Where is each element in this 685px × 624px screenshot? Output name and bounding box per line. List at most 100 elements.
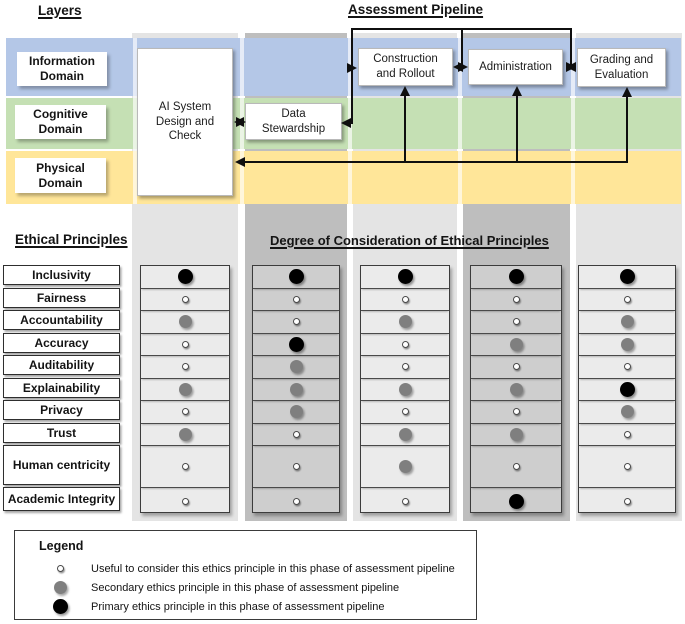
matrix-cell-academic-integrity — [579, 488, 675, 514]
stage-box-administration: Administration — [468, 49, 563, 85]
consideration-dot-useful — [181, 463, 189, 470]
legend-box: Legend Useful to consider this ethics pr… — [14, 530, 477, 620]
matrix-cell-explainability — [253, 379, 339, 401]
consideration-dot-useful — [181, 497, 189, 505]
consideration-dot-useful — [401, 497, 409, 505]
matrix-cell-academic-integrity — [471, 488, 561, 514]
consideration-dot-useful — [623, 497, 631, 505]
consideration-dot-useful — [512, 295, 520, 303]
consideration-dot-useful — [512, 463, 520, 470]
box-data-stewardship: Data Stewardship — [245, 103, 342, 140]
legend-item-label: Useful to consider this ethics principle… — [91, 562, 455, 575]
matrix-cell-academic-integrity — [361, 488, 449, 514]
matrix-cell-fairness — [579, 289, 675, 311]
consideration-dot-useful — [181, 408, 189, 416]
consideration-dot-primary — [619, 269, 635, 285]
consideration-dot-secondary — [620, 337, 634, 351]
principle-row-auditability: Auditability — [3, 355, 120, 378]
consideration-dot-secondary — [398, 382, 412, 396]
matrix-cell-accountability — [579, 311, 675, 334]
matrix-column-construction-and-rollout — [360, 265, 450, 513]
matrix-cell-fairness — [471, 289, 561, 311]
matrix-cell-academic-integrity — [253, 488, 339, 514]
matrix-cell-human-centricity — [579, 446, 675, 488]
consideration-dot-primary — [619, 381, 635, 397]
matrix-cell-auditability — [471, 356, 561, 379]
strip-gap-line-5 — [571, 38, 575, 204]
ethical-principles-heading: Ethical Principles — [15, 232, 128, 247]
domain-label-cognitive-domain: Cognitive Domain — [15, 105, 106, 139]
strip-gap-line-4 — [458, 38, 462, 204]
principle-row-privacy: Privacy — [3, 400, 120, 423]
legend-title: Legend — [39, 539, 84, 553]
legend-item-useful: Useful to consider this ethics principle… — [15, 559, 476, 578]
matrix-cell-human-centricity — [361, 446, 449, 488]
matrix-cell-inclusivity — [579, 266, 675, 289]
legend-dot-slot — [15, 599, 77, 614]
matrix-cell-trust — [579, 424, 675, 446]
matrix-cell-explainability — [361, 379, 449, 401]
principle-row-label: Accuracy — [3, 332, 120, 353]
principle-row-trust: Trust — [3, 422, 120, 446]
principle-row-label: Academic Integrity — [3, 487, 120, 511]
matrix-cell-explainability — [141, 379, 229, 401]
consideration-dot-secondary — [509, 382, 523, 396]
consideration-dot-secondary — [178, 315, 192, 329]
principle-row-label: Explainability — [3, 377, 120, 398]
legend-item-secondary: Secondary ethics principle in this phase… — [15, 578, 476, 597]
legend-item-label: Secondary ethics principle in this phase… — [91, 581, 400, 594]
matrix-cell-accuracy — [361, 334, 449, 356]
legend-dot-slot — [15, 581, 77, 594]
consideration-dot-useful — [401, 408, 409, 416]
legend-dot-slot — [15, 565, 77, 572]
matrix-cell-privacy — [253, 401, 339, 424]
matrix-cell-explainability — [471, 379, 561, 401]
matrix-cell-privacy — [361, 401, 449, 424]
matrix-cell-trust — [141, 424, 229, 446]
consideration-dot-useful — [292, 295, 300, 303]
consideration-dot-secondary — [289, 360, 303, 374]
consideration-dot-secondary — [509, 427, 523, 441]
principle-row-label: Trust — [3, 422, 120, 443]
consideration-dot-primary — [397, 269, 413, 285]
legend-item-primary: Primary ethics principle in this phase o… — [15, 597, 476, 616]
matrix-cell-inclusivity — [141, 266, 229, 289]
principle-row-accuracy: Accuracy — [3, 332, 120, 356]
matrix-cell-human-centricity — [253, 446, 339, 488]
principle-row-fairness: Fairness — [3, 287, 120, 311]
matrix-cell-accountability — [471, 311, 561, 334]
consideration-dot-primary — [288, 269, 304, 285]
consideration-dot-useful — [512, 318, 520, 326]
matrix-cell-inclusivity — [361, 266, 449, 289]
consideration-dot-secondary — [620, 405, 634, 419]
consideration-dot-useful — [623, 295, 631, 303]
consideration-dot-primary — [508, 269, 524, 285]
matrix-cell-trust — [253, 424, 339, 446]
principle-row-label: Fairness — [3, 287, 120, 308]
principle-row-inclusivity: Inclusivity — [3, 265, 120, 288]
matrix-cell-auditability — [361, 356, 449, 379]
principle-row-academic-integrity: Academic Integrity — [3, 487, 120, 513]
principle-row-human-centricity: Human centricity — [3, 445, 120, 487]
matrix-cell-trust — [471, 424, 561, 446]
matrix-cell-privacy — [579, 401, 675, 424]
matrix-cell-accuracy — [471, 334, 561, 356]
matrix-cell-auditability — [253, 356, 339, 379]
degree-heading: Degree of Consideration of Ethical Princ… — [270, 233, 549, 248]
matrix-column-grading-and-evaluation — [578, 265, 676, 513]
consideration-dot-useful — [512, 408, 520, 416]
matrix-cell-accuracy — [579, 334, 675, 356]
consideration-dot-useful — [292, 497, 300, 505]
consideration-dot-secondary — [398, 315, 412, 329]
consideration-dot-useful — [181, 340, 189, 348]
matrix-cell-accountability — [253, 311, 339, 334]
consideration-dot-secondary — [178, 382, 192, 396]
matrix-cell-trust — [361, 424, 449, 446]
consideration-dot-primary — [508, 493, 524, 509]
legend-items: Useful to consider this ethics principle… — [15, 559, 476, 616]
matrix-cell-academic-integrity — [141, 488, 229, 514]
matrix-cell-inclusivity — [471, 266, 561, 289]
stage-box-grading-and-evaluation: Grading and Evaluation — [577, 48, 666, 87]
principle-row-label: Human centricity — [3, 445, 120, 485]
